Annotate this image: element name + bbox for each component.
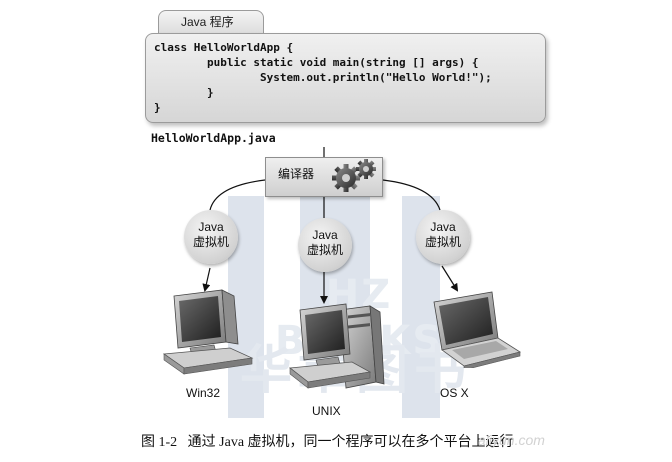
code-line: } (154, 86, 214, 99)
jvm-circle-unix: Java 虚拟机 (298, 218, 352, 272)
jvm-label-line2: 虚拟机 (192, 235, 229, 249)
jvm-label-line1: Java (312, 228, 338, 242)
jvm-label-line2: 虚拟机 (306, 243, 343, 257)
filename-label: HelloWorldApp.java (151, 131, 276, 145)
laptop-computer-icon (433, 291, 522, 368)
platform-label-win32: Win32 (186, 386, 221, 400)
site-watermark: aliyun.com (478, 432, 545, 448)
jvm-circle-osx: Java 虚拟机 (416, 210, 470, 264)
jvm1-to-win32-arrow (202, 267, 211, 292)
code-line: public static void main(string [] args) … (154, 56, 479, 69)
jvm-label-line2: 虚拟机 (424, 235, 461, 249)
code-line: } (154, 101, 161, 114)
compiler-label: 编译器 (278, 167, 315, 181)
code-panel (145, 33, 546, 123)
code-line: class HelloWorldApp { (154, 41, 294, 54)
code-tab: Java 程序 (158, 10, 264, 34)
code-line: System.out.println("Hello World!"); (154, 71, 492, 84)
jvm3-to-osx-arrow (441, 265, 459, 292)
jvm-label-line1: Java (430, 220, 456, 234)
jvm-circle-win32: Java 虚拟机 (184, 210, 238, 264)
desktop-computer-icon (162, 289, 254, 375)
jvm-label-line1: Java (198, 220, 224, 234)
platform-label-osx: OS X (440, 386, 469, 400)
figure-caption: 图 1-2 通过 Java 虚拟机，同一个程序可以在多个平台上运行 (141, 435, 514, 450)
platform-label-unix: UNIX (312, 404, 341, 418)
compiler-to-jvm1-arc (209, 179, 266, 211)
gears-icon (332, 159, 376, 192)
workstation-computer-icon (288, 303, 385, 389)
compiler-to-jvm3-arc (382, 179, 441, 211)
